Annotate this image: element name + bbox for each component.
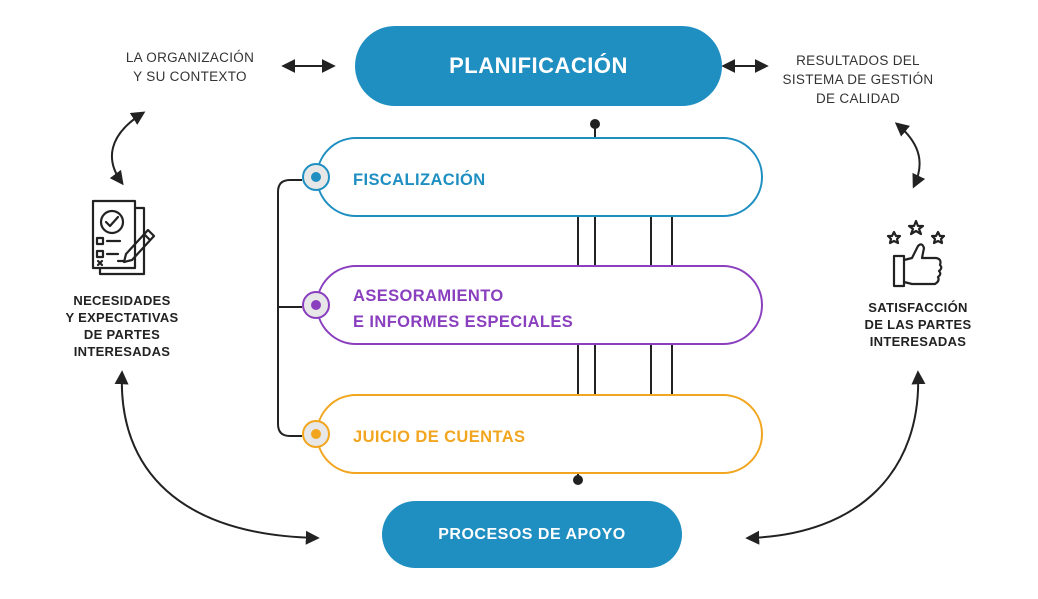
juicio-cuentas-node-dot [311,429,321,439]
flow-dot [590,119,600,129]
left-upper-curved-arrow [109,111,146,186]
fiscalizacion-pill [316,137,763,217]
planificacion-pill: PLANIFICACIÓN [355,26,722,106]
checklist-document-icon [91,199,156,276]
thumbs-up-stars-icon [886,219,946,288]
resultados-sgc-text: RESULTADOS DEL SISTEMA DE GESTIÓN DE CAL… [782,53,934,106]
fiscalizacion-node-dot [311,172,321,182]
asesoramiento-label: ASESORAMIENTO E INFORMES ESPECIALES [353,287,574,331]
planificacion-label: PLANIFICACIÓN [449,53,628,78]
organizacion-contexto-text: LA ORGANIZACIÓN Y SU CONTEXTO [125,50,255,84]
procesos-apoyo-pill: PROCESOS DE APOYO [382,501,682,568]
right-lower-curved-arrow [745,370,926,545]
process-bracket [277,179,302,437]
fiscalizacion-label: FISCALIZACIÓN [353,171,486,189]
asesoramiento-node-dot [311,300,321,310]
procesos-apoyo-label: PROCESOS DE APOYO [438,525,626,543]
satisfaccion-partes-text: SATISFACCIÓN DE LAS PARTES INTERESADAS [864,300,972,349]
right-upper-curved-arrow [894,122,926,189]
necesidades-expectativas-text: NECESIDADES Y EXPECTATIVAS DE PARTES INT… [65,293,179,359]
flow-dot [573,475,583,485]
left-lower-curved-arrow [114,370,320,545]
juicio-cuentas-label: JUICIO DE CUENTAS [353,428,526,446]
asesoramiento-pill [316,265,763,345]
